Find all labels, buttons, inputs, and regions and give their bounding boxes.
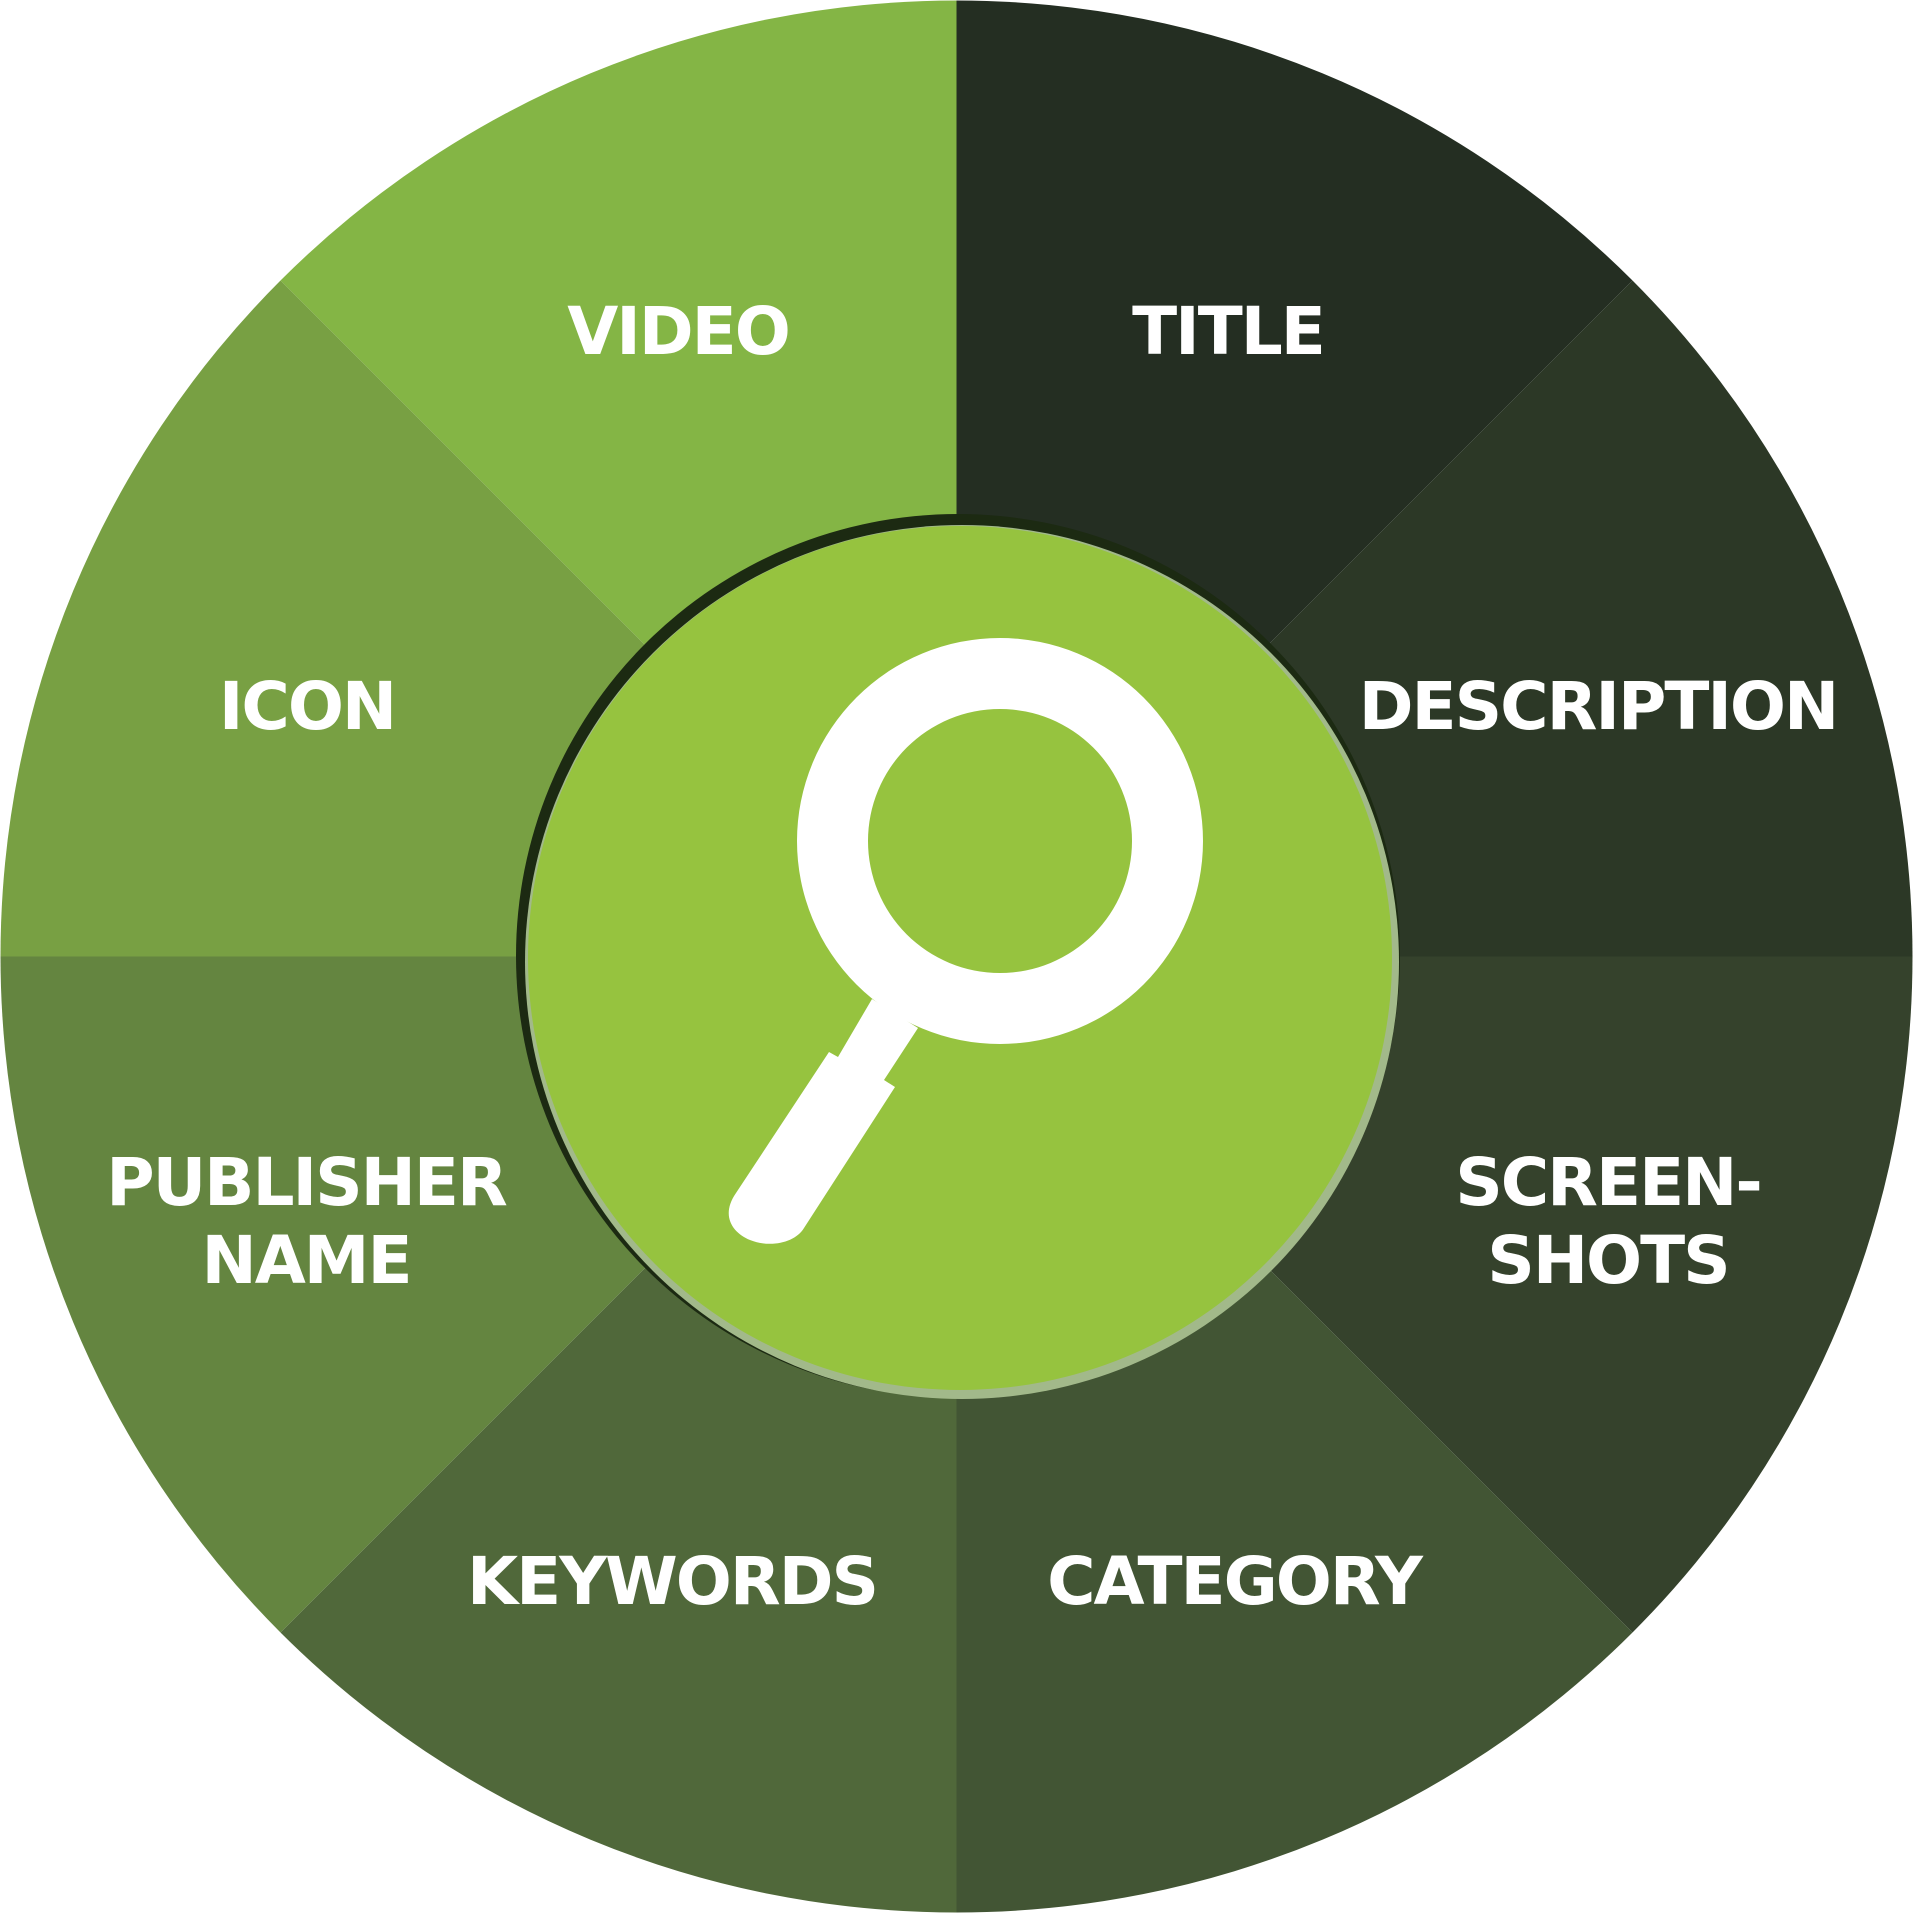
label-description: DESCRIPTION <box>1358 668 1840 745</box>
label-publisher-name: PUBLISHER NAME <box>106 1144 508 1300</box>
magnifying-glass-icon <box>728 638 1203 1244</box>
label-publisher-line2: NAME <box>201 1222 412 1299</box>
label-category: CATEGORY <box>1047 1543 1423 1620</box>
label-keywords: KEYWORDS <box>466 1543 879 1620</box>
label-screenshots-line1: SCREEN- <box>1455 1144 1763 1221</box>
label-screenshots: SCREEN- SHOTS <box>1455 1144 1763 1300</box>
label-screenshots-line2: SHOTS <box>1487 1222 1730 1299</box>
label-title: TITLE <box>1132 293 1326 370</box>
label-publisher-line1: PUBLISHER <box>106 1144 508 1221</box>
label-icon: ICON <box>218 668 397 745</box>
label-video: VIDEO <box>567 293 791 370</box>
